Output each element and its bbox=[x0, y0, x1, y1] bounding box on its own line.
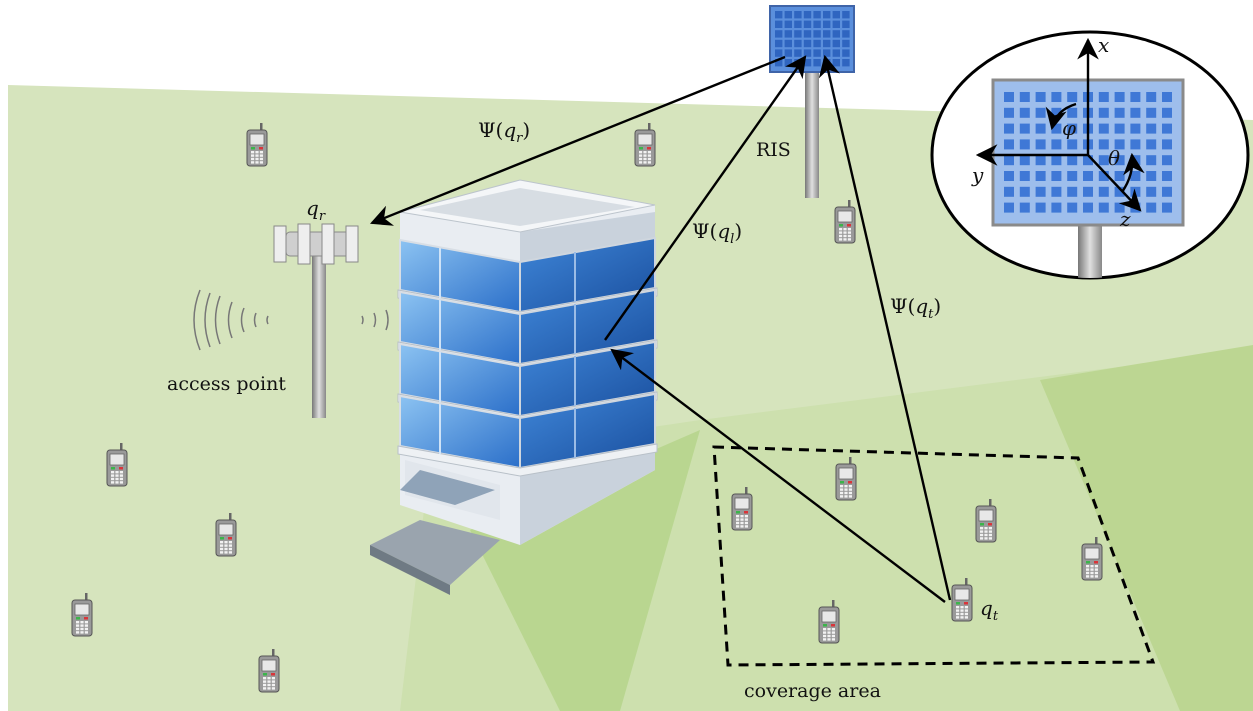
mobile-phone-icon bbox=[246, 123, 268, 167]
psi-qt-label: Ψ(qt) bbox=[890, 294, 941, 322]
signal-waves bbox=[193, 289, 389, 351]
ris-panel bbox=[769, 5, 855, 198]
psi-ql-label: Ψ(ql) bbox=[692, 219, 742, 247]
access-point-tower bbox=[273, 223, 359, 418]
mobile-phone-icon bbox=[951, 578, 973, 622]
mobile-phone-icon bbox=[634, 123, 656, 167]
axis-x-label: x bbox=[1098, 33, 1109, 57]
qr-label: qr bbox=[306, 196, 326, 224]
mobile-phone-icon bbox=[975, 499, 997, 543]
mobile-phone-icon bbox=[1081, 537, 1103, 581]
mobile-devices bbox=[71, 123, 1103, 693]
arrow-qt-to-ris bbox=[818, 54, 952, 601]
mobile-phone-icon bbox=[834, 200, 856, 244]
arrow-ris-to-qr bbox=[369, 55, 786, 226]
ris-label: RIS bbox=[756, 139, 791, 161]
mobile-phone-icon bbox=[835, 457, 857, 501]
mobile-phone-icon bbox=[106, 443, 128, 487]
mobile-phone-icon bbox=[71, 593, 93, 637]
axis-z-label: z bbox=[1119, 207, 1131, 231]
coverage-area-outline bbox=[712, 445, 1156, 667]
signal-arrows bbox=[369, 54, 952, 603]
angle-theta-label: θ bbox=[1108, 146, 1120, 170]
angle-phi-label: φ bbox=[1062, 116, 1076, 140]
mobile-phone-icon bbox=[258, 649, 280, 693]
mobile-phone-icon bbox=[818, 600, 840, 644]
building bbox=[370, 179, 658, 595]
arrow-qt-to-ql bbox=[610, 348, 946, 603]
access-point-label: access point bbox=[167, 373, 286, 395]
coverage-area-label: coverage area bbox=[744, 680, 881, 702]
axis-y-label: y bbox=[971, 163, 984, 187]
ris-coordinate-inset: x y z φ θ bbox=[930, 30, 1250, 280]
mobile-phone-icon bbox=[731, 487, 753, 531]
arrow-ql-to-ris bbox=[604, 55, 807, 341]
mobile-phone-icon bbox=[215, 513, 237, 557]
psi-qr-label: Ψ(qr) bbox=[478, 118, 530, 146]
qt-label: qt bbox=[980, 596, 999, 624]
